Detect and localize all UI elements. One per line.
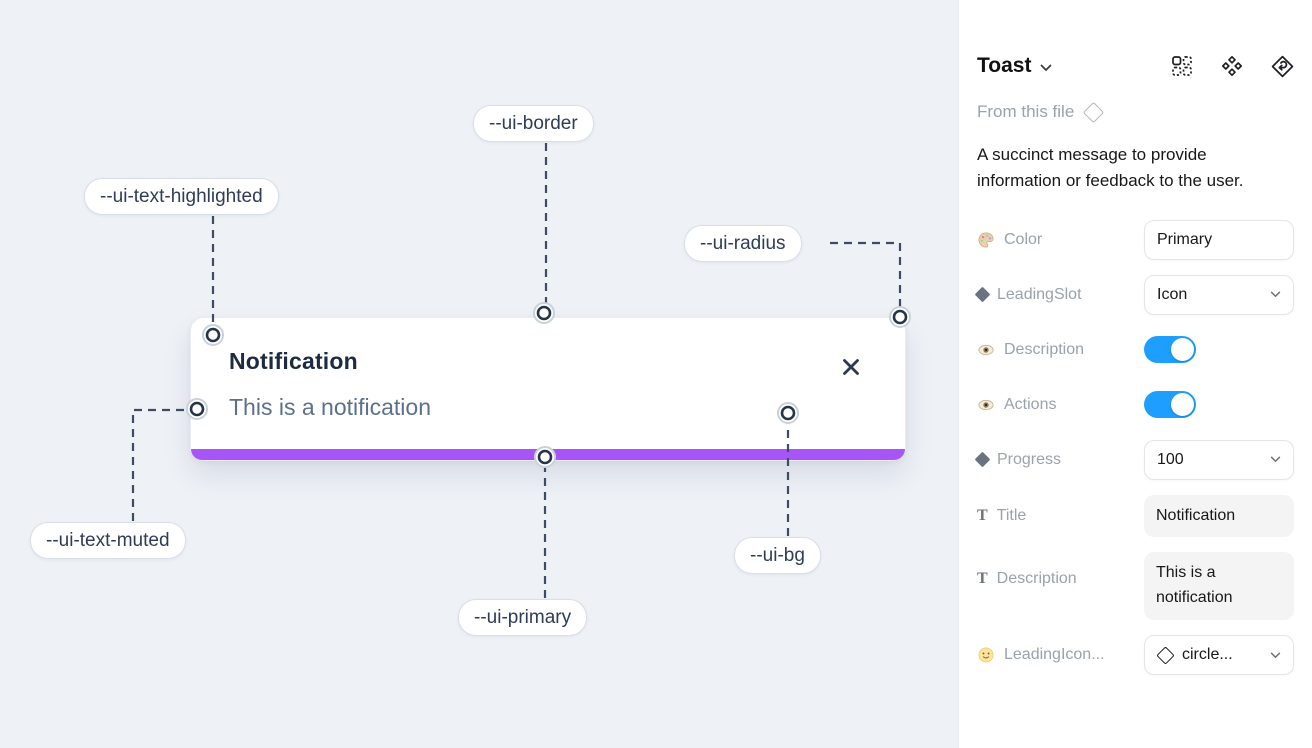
title-field[interactable]: Notification — [1144, 494, 1294, 538]
prop-label-description-field: T Description — [977, 570, 1077, 588]
leadingslot-select[interactable]: Icon — [1144, 274, 1294, 315]
toast-close-button[interactable] — [839, 354, 865, 380]
var-label-ui-radius[interactable]: --ui-radius — [684, 225, 802, 262]
prop-row-leadingicon: LeadingIcon... circle... — [977, 635, 1294, 676]
toggle-knob — [1171, 393, 1194, 417]
source-row: From this file — [977, 101, 1294, 123]
anchor-ui-border[interactable] — [533, 302, 555, 324]
component-grid-icon — [1172, 56, 1192, 76]
property-list: Color Primary LeadingSlot Icon — [974, 219, 1294, 676]
insert-component-icon — [1271, 55, 1293, 77]
text-icon: T — [977, 507, 988, 525]
leadingicon-select[interactable]: circle... — [1144, 635, 1294, 676]
panel-toolbar — [1170, 54, 1294, 78]
chevron-down-icon — [1270, 236, 1281, 243]
variants-button[interactable] — [1220, 54, 1244, 78]
diamond-cluster-icon — [1221, 55, 1243, 77]
file-token-icon — [1083, 101, 1105, 123]
properties-panel: Toast — [958, 0, 1312, 748]
var-label-ui-text-highlighted[interactable]: --ui-text-highlighted — [84, 178, 279, 215]
panel-header: Toast — [977, 54, 1294, 78]
diamond-icon — [974, 451, 991, 468]
component-description: A succinct message to provide informatio… — [977, 145, 1244, 191]
icon-token-icon — [1156, 645, 1175, 665]
var-label-ui-border[interactable]: --ui-border — [473, 105, 594, 142]
toast-title: Notification — [229, 348, 358, 374]
insert-component-button[interactable] — [1270, 54, 1294, 78]
prop-row-description-toggle: Description — [977, 330, 1294, 370]
palette-icon — [978, 232, 994, 248]
connector-ui-radius — [830, 241, 902, 307]
chevron-down-icon — [1270, 652, 1281, 658]
prop-label-color: Color — [977, 231, 1144, 249]
toggle-knob — [1171, 338, 1194, 362]
diamond-icon — [974, 286, 991, 303]
var-label-ui-bg[interactable]: --ui-bg — [734, 537, 821, 574]
color-select[interactable]: Primary — [1144, 219, 1294, 260]
close-icon — [843, 359, 859, 375]
prop-row-color: Color Primary — [977, 219, 1294, 260]
toast-description: This is a notification — [229, 394, 431, 420]
anchor-ui-radius[interactable] — [889, 306, 911, 328]
prop-row-progress: Progress 100 — [974, 439, 1294, 480]
anchor-ui-text-highlighted[interactable] — [202, 324, 224, 346]
chevron-down-icon — [1041, 64, 1052, 71]
progress-select[interactable]: 100 — [1144, 439, 1294, 480]
connector-ui-text-muted — [131, 408, 186, 521]
prop-label-leadingicon: LeadingIcon... — [977, 646, 1144, 664]
prop-label-progress: Progress — [974, 451, 1144, 469]
prop-label-description: Description — [977, 341, 1144, 359]
prop-label-title: T Title — [977, 507, 1027, 525]
connector-overlay — [131, 143, 911, 598]
canvas: Notification This is a notification — [0, 0, 958, 748]
eye-icon — [978, 399, 994, 410]
prop-row-actions-toggle: Actions — [977, 385, 1294, 425]
anchor-ui-primary[interactable] — [534, 446, 556, 468]
prop-row-leadingslot: LeadingSlot Icon — [974, 274, 1294, 315]
component-title-dropdown[interactable] — [1040, 64, 1052, 72]
text-icon: T — [977, 570, 988, 588]
description-field[interactable]: This is a notification — [1144, 552, 1294, 621]
component-title: Toast — [977, 54, 1032, 77]
smiley-icon — [978, 647, 994, 663]
prop-row-title: T Title Notification — [977, 494, 1294, 538]
anchor-ui-bg[interactable] — [777, 402, 799, 424]
source-label: From this file — [977, 102, 1075, 121]
anchor-circles — [186, 302, 911, 468]
actions-toggle[interactable] — [1144, 391, 1196, 419]
chevron-down-icon — [1270, 456, 1281, 463]
anchor-ui-text-muted[interactable] — [186, 398, 208, 420]
var-label-ui-text-muted[interactable]: --ui-text-muted — [30, 522, 186, 559]
prop-label-leadingslot: LeadingSlot — [974, 286, 1144, 304]
component-grid-button[interactable] — [1170, 54, 1194, 78]
prop-row-description-field: T Description This is a notification — [977, 552, 1294, 621]
description-toggle[interactable] — [1144, 336, 1196, 364]
chevron-down-icon — [1270, 291, 1281, 298]
prop-label-actions: Actions — [977, 396, 1144, 414]
var-label-ui-primary[interactable]: --ui-primary — [458, 599, 588, 636]
eye-icon — [978, 344, 994, 355]
